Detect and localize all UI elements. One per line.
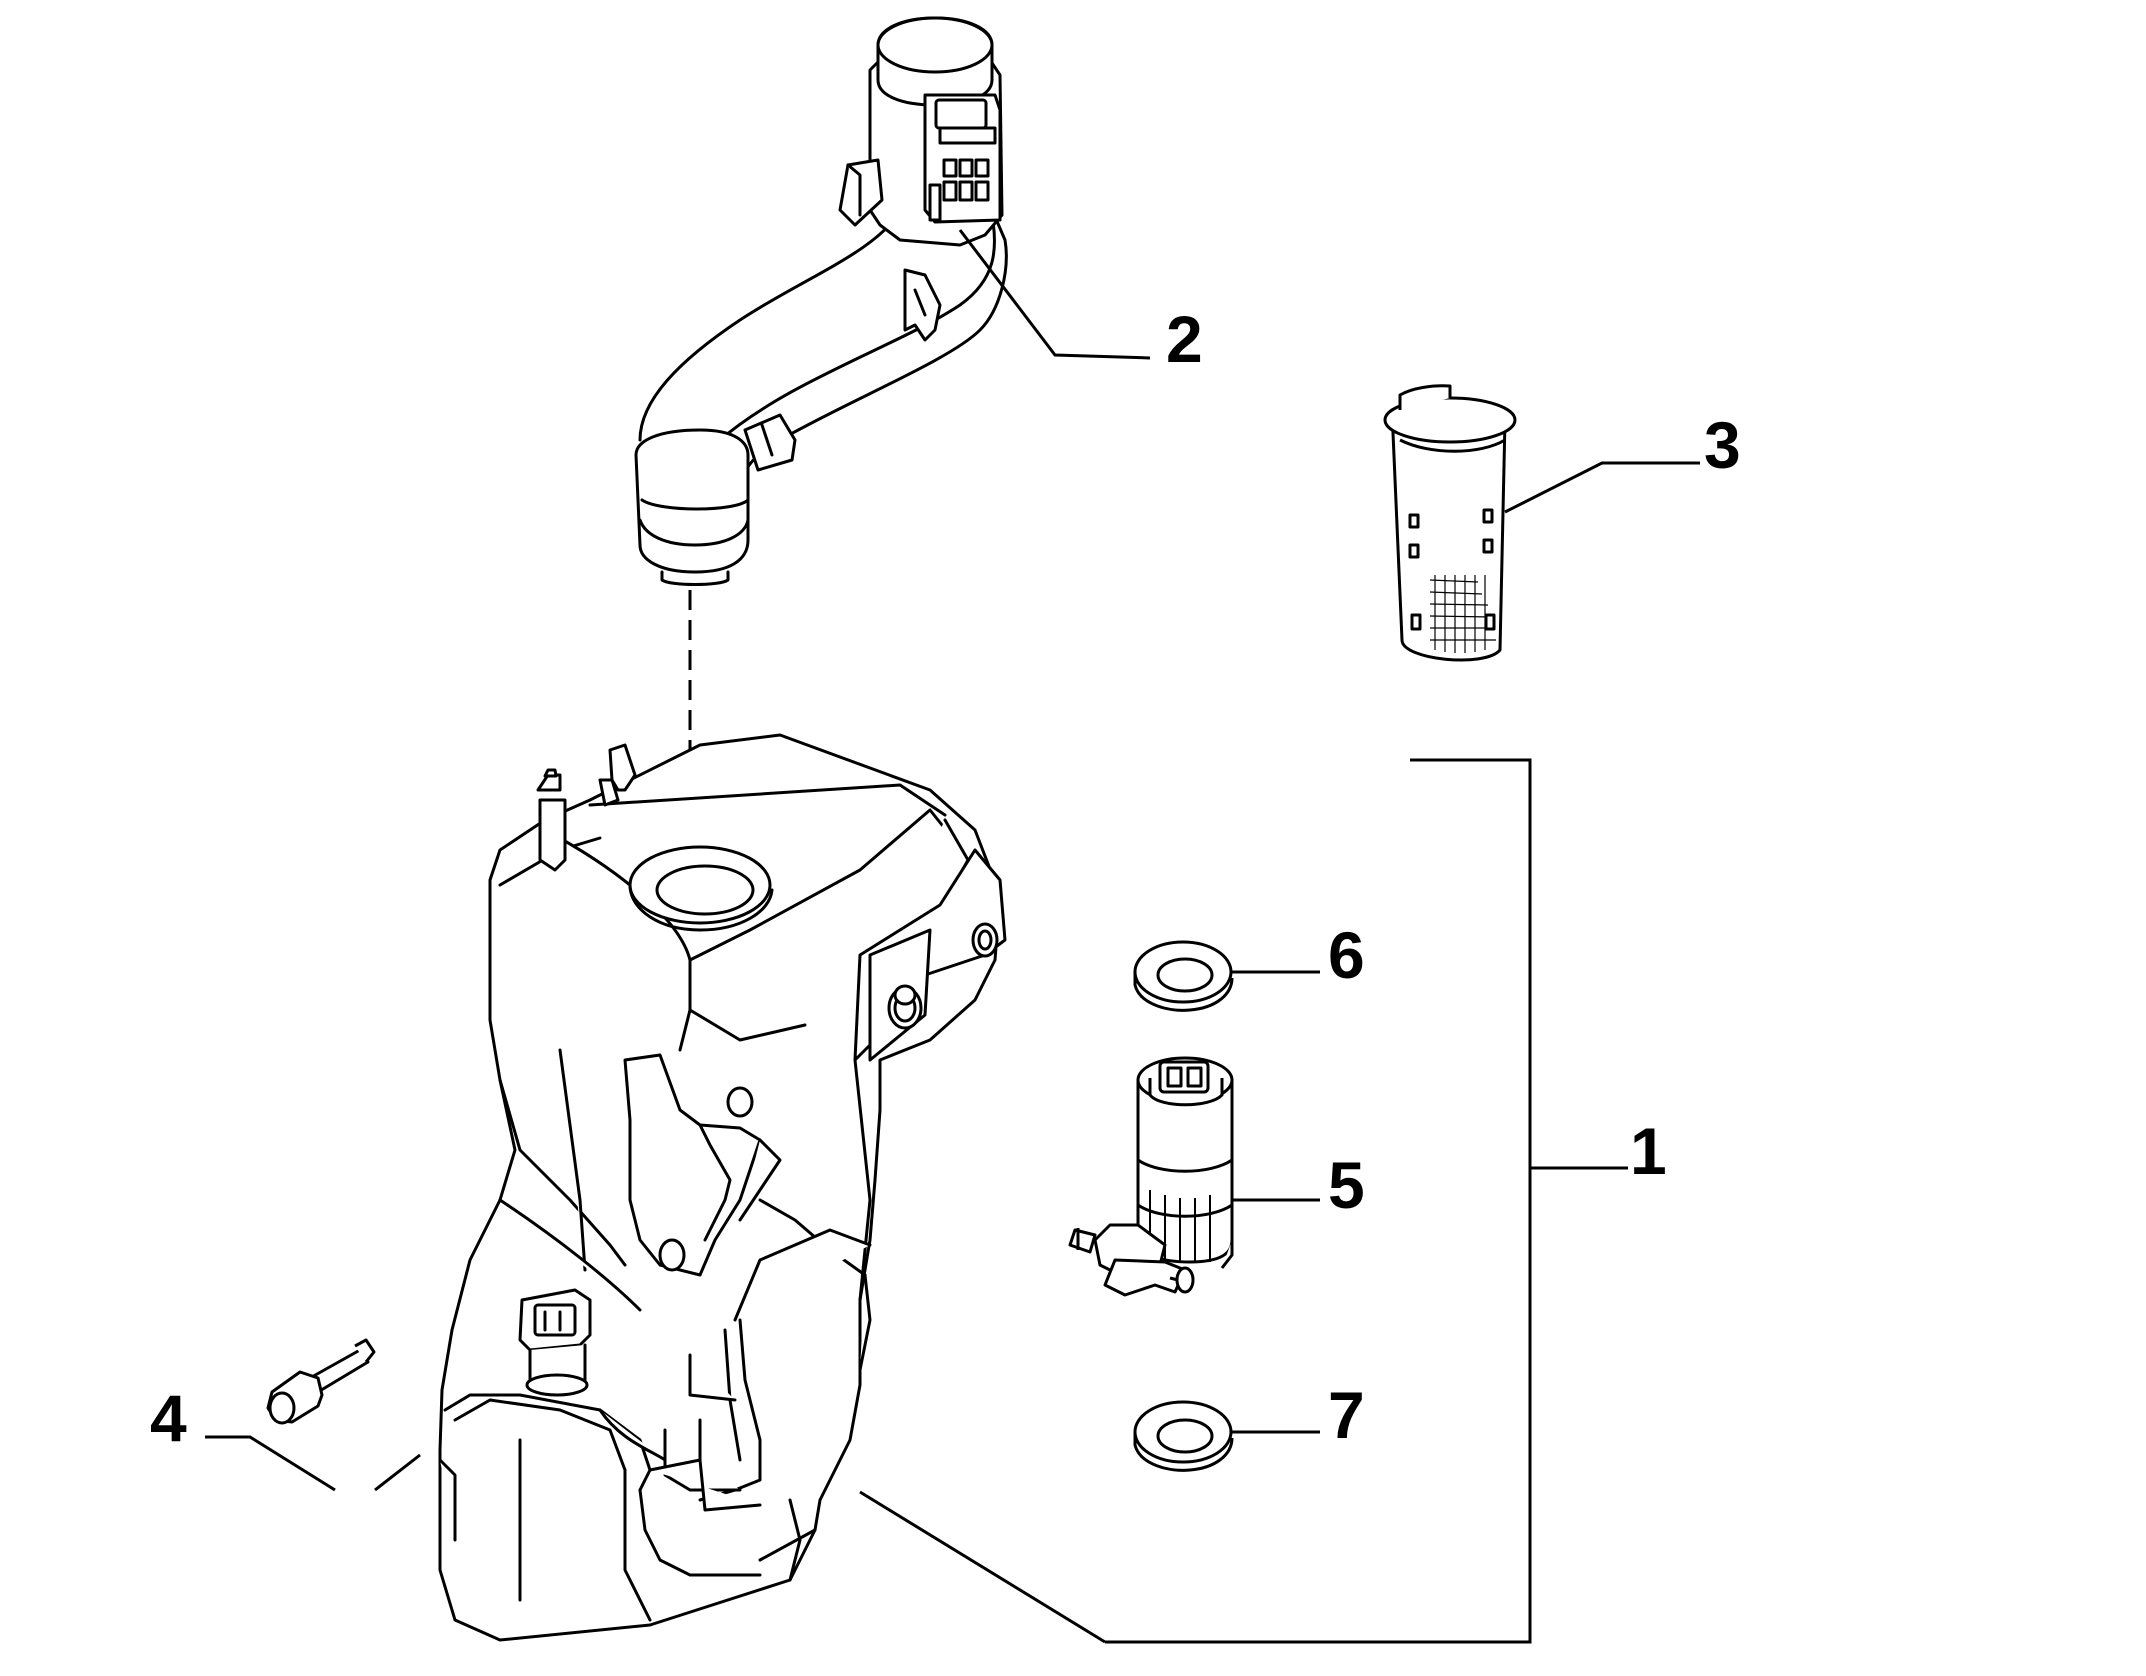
washer-reservoir-tank [440,735,1005,1640]
callout-5: 5 [1328,1148,1365,1222]
callout-3: 3 [1704,408,1741,482]
callout-1: 1 [1630,1114,1667,1188]
callout-2: 2 [1166,302,1203,376]
callout-6: 6 [1328,918,1365,992]
callout-7: 7 [1328,1378,1365,1452]
callout-4: 4 [150,1381,187,1455]
filter-strainer [1385,386,1515,660]
leader-lines [205,229,1700,1644]
fixing-bolt [268,1340,374,1423]
grommet-upper [1135,942,1232,1010]
grommet-lower [1135,1402,1232,1470]
filler-neck-pipe [636,18,1006,585]
washer-pump [1070,1058,1232,1295]
